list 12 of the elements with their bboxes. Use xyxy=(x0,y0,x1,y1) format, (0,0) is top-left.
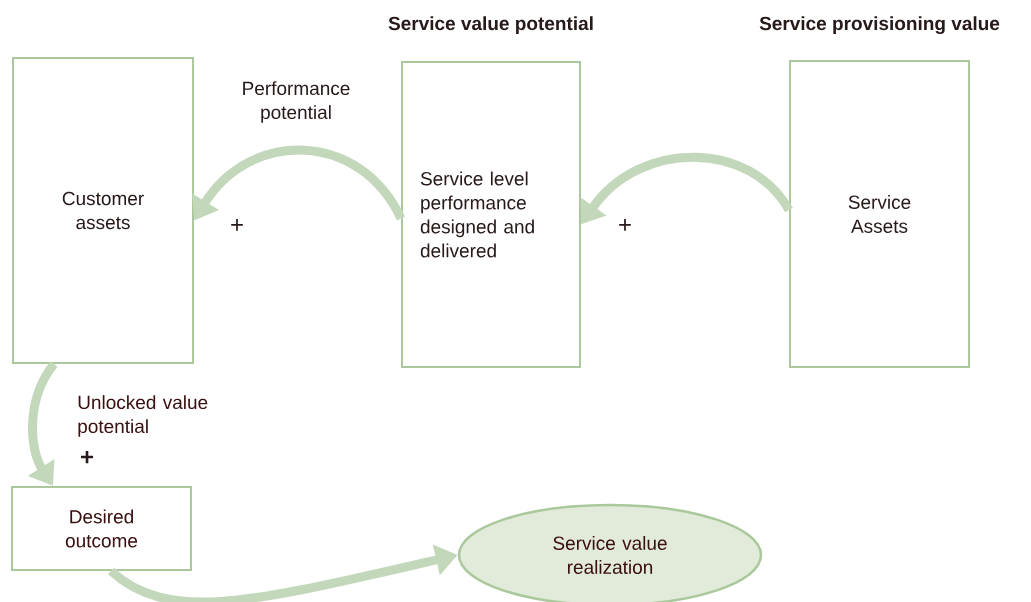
edge-label: Unlocked value potential xyxy=(78,395,208,437)
process-box: Service Assets xyxy=(789,60,970,368)
plus-sign: + xyxy=(619,219,631,231)
plus-sign: + xyxy=(81,450,94,464)
process-box: Customer assets xyxy=(12,57,194,364)
edge-label: Performance potential xyxy=(243,81,350,123)
curved-arrow xyxy=(192,145,405,221)
column-heading: Service value potential xyxy=(388,16,593,34)
process-box: Service level performance designed and delivered xyxy=(401,61,581,368)
column-heading: Service provisioning value xyxy=(759,16,1000,35)
plus-sign: + xyxy=(231,219,243,231)
process-box: Desired outcome xyxy=(11,486,192,571)
